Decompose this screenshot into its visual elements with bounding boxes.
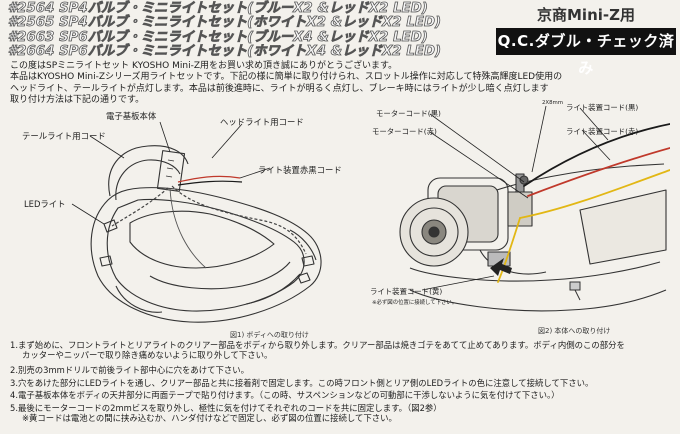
figure-body-mounting: 電子基板本体 ヘッドライト用コード テールライト用コード ライト装置赤黒コード … [20,108,355,340]
intro-line: 本品はKYOSHO Mini-Zシリーズ用ライトセットです。下記の様に簡単に取り… [10,72,563,83]
car-body-illustration [71,121,322,323]
product-title-2564: #2564 SP4バルブ・ミニライトセット(ブルーX2 &レッドX2 LED) [8,1,429,16]
qc-badge: Q.C.ダブル・チェック済み [496,28,676,77]
label-light-cord-yellow: ライト装置コード(黄) [370,287,443,296]
step-4: 4.電子基板本体をボディの天井部分に両面テープで貼り付けます。（この時、サスペン… [10,390,560,401]
label-light-red-black-cord: ライト装置赤黒コード [258,165,342,175]
step-1: 1.まず始めに、フロントライトとリアライトのクリアー部品をボディから取り外します… [10,340,625,350]
label-led-light: LEDライト [24,199,66,209]
label-screw-size: 2X8mm [542,100,564,106]
intro-line: ヘッドライト、テールライトが点灯します。本品は前後進時に、ライトが明るく点灯し、… [10,83,549,94]
installation-steps: 1.まず始めに、フロントライトとリアライトのクリアー部品をボディから取り外します… [10,339,672,424]
label-light-cord-black: ライト装置コード(黒) [566,103,639,112]
brand-label: 京商Mini-Z用 [537,6,635,24]
figure1-caption: 図1) ボディへの取り付け [230,331,309,339]
figure-chassis-mounting: 2X8mm ライト装置コード(黒) モーターコード(黒) モーターコード(赤) … [370,100,670,340]
figure2-caption: 図2) 本体への取り付け [538,327,611,335]
label-connection-note: ※必ず図の位置に接続して下さい。 [372,300,458,306]
label-light-cord-red: ライト装置コード(赤) [566,127,639,136]
product-title-2565: #2565 SP4バルブ・ミニライトセット(ホワイトX2 &レッドX2 LED) [8,15,442,31]
label-taillight-cord: テールライト用コード [22,131,106,141]
product-title-2664: #2664 SP6バルブ・ミニライトセット(ホワイトX4 &レッドX2 LED) [8,43,442,59]
label-headlight-cord: ヘッドライト用コード [220,117,304,127]
chassis-motor-illustration [399,105,670,312]
label-motor-cord-red: モーターコード(赤) [372,127,437,136]
step-5-continued: ※黄コードは電池との間に挟み込むか、ハンダ付けなどで固定し、必ず図の位置に接続し… [22,413,397,424]
intro-line: この度はSPミニライトセット KYOSHO Mini-Z用をお買い求め頂き誠にあ… [10,61,398,71]
step-5: 5.最後にモーターコードの2mmビスを取り外し、極性に気を付けてそれぞれのコード… [10,402,442,413]
step-3: 3.穴をあけた部分にLEDライトを通し、クリアー部品と共に接着剤で固定します。こ… [10,377,594,388]
label-electronic-board: 電子基板本体 [106,111,157,121]
intro-line: 取り付け方法は下記の通りです。 [10,94,145,105]
intro-paragraph: この度はSPミニライトセット KYOSHO Mini-Z用をお買い求め頂き誠にあ… [10,61,672,106]
product-title-block: #2564 SP4バルブ・ミニライトセット(ブルーX2 &レッドX2 LED) … [8,1,488,59]
product-title-2663: #2663 SP6バルブ・ミニライトセット(ブルーX4 &レッドX2 LED) [8,29,429,45]
step-2: 2.別売の3mmドリルで前後ライト部中心に穴をあけて下さい。 [10,365,250,376]
label-motor-cord-black: モーターコード(黒) [376,109,441,118]
step-1-continued: カッターやニッパーで取り除き痛めないように取り外して下さい。 [22,350,273,361]
